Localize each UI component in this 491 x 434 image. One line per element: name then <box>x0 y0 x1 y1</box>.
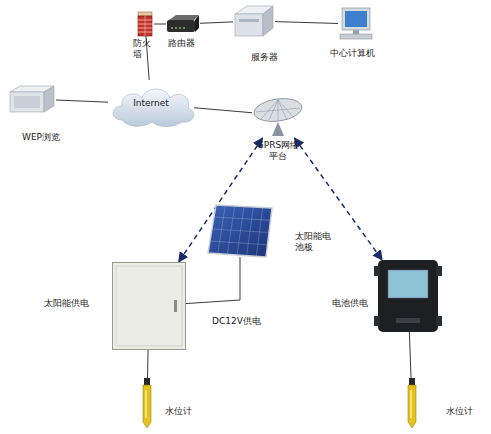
dish-node: GPRS网络 平台 <box>252 92 304 138</box>
rtu-node: 电池供电 <box>374 260 442 332</box>
solar-node: 太阳能电 池板 <box>208 205 272 257</box>
cabinet-icon <box>112 262 186 350</box>
pc-node: WEP浏览 <box>8 84 56 114</box>
wire-line <box>194 108 252 113</box>
wire-line <box>200 22 233 23</box>
wire-line <box>186 257 240 304</box>
monitor-icon <box>338 8 374 40</box>
firewall-icon <box>136 12 154 36</box>
dish-icon <box>252 92 304 138</box>
node-label: 电池供电 <box>332 298 374 309</box>
solar-icon <box>208 205 272 257</box>
wire-line <box>56 100 108 102</box>
edge-label: DC12V供电 <box>212 316 261 327</box>
monitor-node: 中心计算机 <box>338 8 374 40</box>
node-label: GPRS网络 平台 <box>252 140 304 162</box>
router-node: 路由器 <box>166 14 200 34</box>
server-node: 服务器 <box>233 4 275 38</box>
node-label: Internet <box>108 98 194 109</box>
node-label: 太阳能电 池板 <box>295 231 339 253</box>
router-icon <box>166 14 200 34</box>
node-label: 服务器 <box>251 52 295 63</box>
gauge-node: 水位计 <box>404 378 420 428</box>
wire-line <box>147 350 149 378</box>
cabinet-node: 太阳能供电 <box>112 262 186 350</box>
node-label: WEP浏览 <box>22 132 82 143</box>
rtu-icon <box>374 260 442 332</box>
node-label: 太阳能供电 <box>44 298 106 309</box>
pc-icon <box>8 84 56 114</box>
node-label: 防火 墙 <box>133 38 155 60</box>
server-icon <box>233 4 275 38</box>
node-label: 水位计 <box>165 406 205 417</box>
wire-line <box>409 332 411 378</box>
node-label: 中心计算机 <box>330 48 390 59</box>
wire-line <box>275 22 338 24</box>
wireless-link <box>295 138 383 260</box>
firewall-node: 防火 墙 <box>136 12 154 36</box>
node-label: 路由器 <box>168 38 212 49</box>
gauge-icon <box>139 378 155 428</box>
node-label: 水位计 <box>446 406 486 417</box>
wire-line <box>154 24 166 25</box>
gauge-node: 水位计 <box>139 378 155 428</box>
cloud-node: Internet <box>108 80 194 128</box>
gauge-icon <box>404 378 420 428</box>
